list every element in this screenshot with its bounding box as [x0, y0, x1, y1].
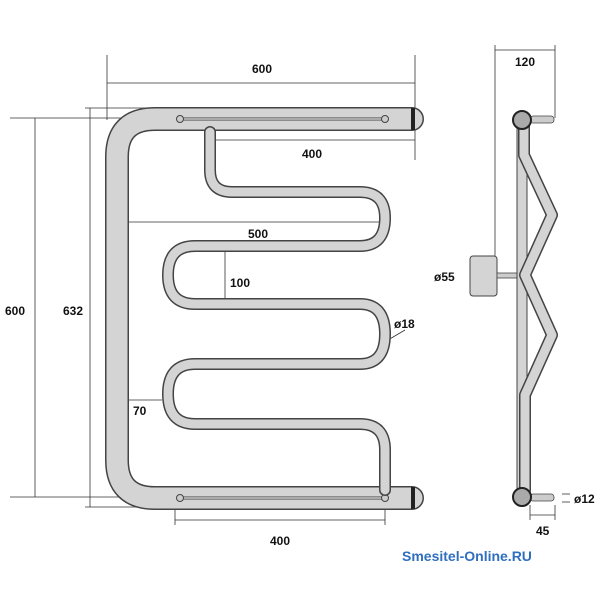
label-pin-length: 45	[536, 524, 550, 538]
label-width-600: 600	[252, 62, 272, 76]
watermark: Smesitel-Online.RU	[402, 548, 532, 564]
label-pitch-100: 100	[230, 276, 250, 290]
label-pin-diameter: ø12	[574, 492, 595, 506]
label-bottom-bar-400: 400	[270, 534, 290, 548]
side-view	[469, 110, 558, 507]
label-top-bar-400: 400	[302, 147, 322, 161]
label-height-632: 632	[63, 304, 83, 318]
front-view	[105, 107, 424, 510]
label-flange-diameter: ø55	[434, 270, 455, 284]
label-coil-500: 500	[248, 227, 268, 241]
label-offset-70: 70	[133, 404, 147, 418]
label-depth-120: 120	[515, 55, 535, 69]
label-height-600: 600	[5, 304, 25, 318]
label-tube-diameter: ø18	[394, 317, 415, 331]
flange-side	[469, 255, 498, 297]
